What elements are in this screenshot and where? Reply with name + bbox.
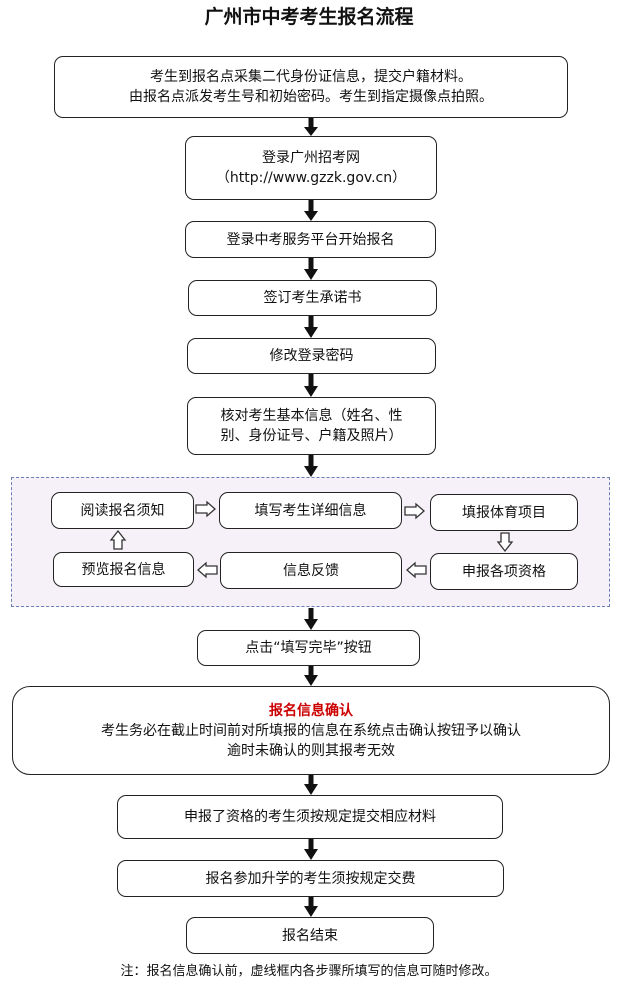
hollow-arrow-down-icon: [496, 532, 514, 553]
step-line: 信息反馈: [283, 562, 339, 579]
arrow-down-icon: [304, 118, 318, 136]
hollow-arrow-left-icon: [197, 561, 218, 579]
step-submit-materials: 申报了资格的考生须按规定提交相应材料: [117, 795, 503, 839]
arrow-down-icon: [304, 316, 318, 338]
step-read-notice: 阅读报名须知: [51, 492, 194, 529]
step-line: 阅读报名须知: [80, 502, 165, 519]
step-line: 逾时未确认的则其报考无效: [227, 742, 395, 759]
step-change-password: 修改登录密码: [187, 338, 436, 374]
arrow-down-icon: [304, 897, 318, 917]
step-line: 报名参加升学的考生须按规定交费: [205, 870, 416, 887]
step-line: 由报名点派发考生号和初始密码。考生到指定摄像点拍照。: [129, 89, 493, 105]
step-feedback: 信息反馈: [220, 552, 402, 589]
step-end: 报名结束: [186, 917, 434, 954]
step-pay-fees: 报名参加升学的考生须按规定交费: [117, 860, 504, 897]
step-sports-items: 填报体育项目: [430, 494, 578, 531]
arrow-down-icon: [304, 839, 318, 860]
step-declare-qualifications: 申报各项资格: [430, 553, 578, 590]
hollow-arrow-left-icon: [406, 561, 427, 579]
step-line: 申报了资格的考生须按规定提交相应材料: [184, 809, 436, 825]
footnote: 注：报名信息确认前，虚线框内各步骤所填写的信息可随时修改。: [120, 964, 498, 979]
step-line: 报名结束: [282, 927, 338, 944]
step-login-gzzk: 登录广州招考网 （http://www.gzzk.gov.cn）: [185, 136, 437, 200]
step-line: 填写考生详细信息: [254, 502, 367, 519]
step-preview-info: 预览报名信息: [53, 552, 194, 587]
step-line: 修改登录密码: [269, 348, 354, 364]
step-line: 申报各项资格: [462, 563, 546, 580]
step-login-platform: 登录中考服务平台开始报名: [185, 221, 436, 258]
step-verify-basic-info: 核对考生基本信息（姓名、性 别、身份证号、户籍及照片）: [187, 397, 436, 455]
step-line: 核对考生基本信息（姓名、性: [220, 408, 403, 424]
step-line: （http://www.gzzk.gov.cn）: [215, 170, 407, 186]
step-click-finish: 点击“填写完毕”按钮: [197, 630, 420, 666]
step-sign-pledge: 签订考生承诺书: [188, 280, 437, 316]
step-line: 登录广州招考网: [262, 150, 360, 166]
arrow-down-icon: [304, 666, 318, 686]
arrow-down-icon: [304, 374, 318, 397]
arrow-down-icon: [304, 258, 318, 280]
hollow-arrow-right-icon: [404, 502, 425, 520]
arrow-down-icon: [304, 608, 318, 630]
step-collect-id-info: 考生到报名点采集二代身份证信息，提交户籍材料。 由报名点派发考生号和初始密码。考…: [54, 56, 568, 118]
arrow-down-icon: [304, 455, 318, 477]
step-line: 考生到报名点采集二代身份证信息，提交户籍材料。: [150, 69, 472, 85]
step-fill-details: 填写考生详细信息: [219, 492, 402, 529]
step-line: 考生务必在截止时间前对所填报的信息在系统点击确认按钮予以确认: [101, 722, 521, 739]
arrow-down-icon: [304, 200, 318, 221]
step-line: 填报体育项目: [462, 504, 546, 521]
confirm-heading: 报名信息确认: [269, 702, 353, 719]
step-line: 别、身份证号、户籍及照片）: [220, 428, 403, 444]
step-line: 点击“填写完毕”按钮: [245, 640, 372, 656]
step-line: 预览报名信息: [81, 561, 166, 578]
step-line: 登录中考服务平台开始报名: [226, 231, 395, 248]
page-title: 广州市中考考生报名流程: [204, 6, 414, 28]
hollow-arrow-up-icon: [109, 529, 127, 550]
hollow-arrow-right-icon: [195, 500, 216, 518]
arrow-down-icon: [304, 775, 318, 795]
step-line: 签订考生承诺书: [263, 290, 362, 306]
step-confirm-info: 报名信息确认 考生务必在截止时间前对所填报的信息在系统点击确认按钮予以确认 逾时…: [12, 686, 610, 775]
